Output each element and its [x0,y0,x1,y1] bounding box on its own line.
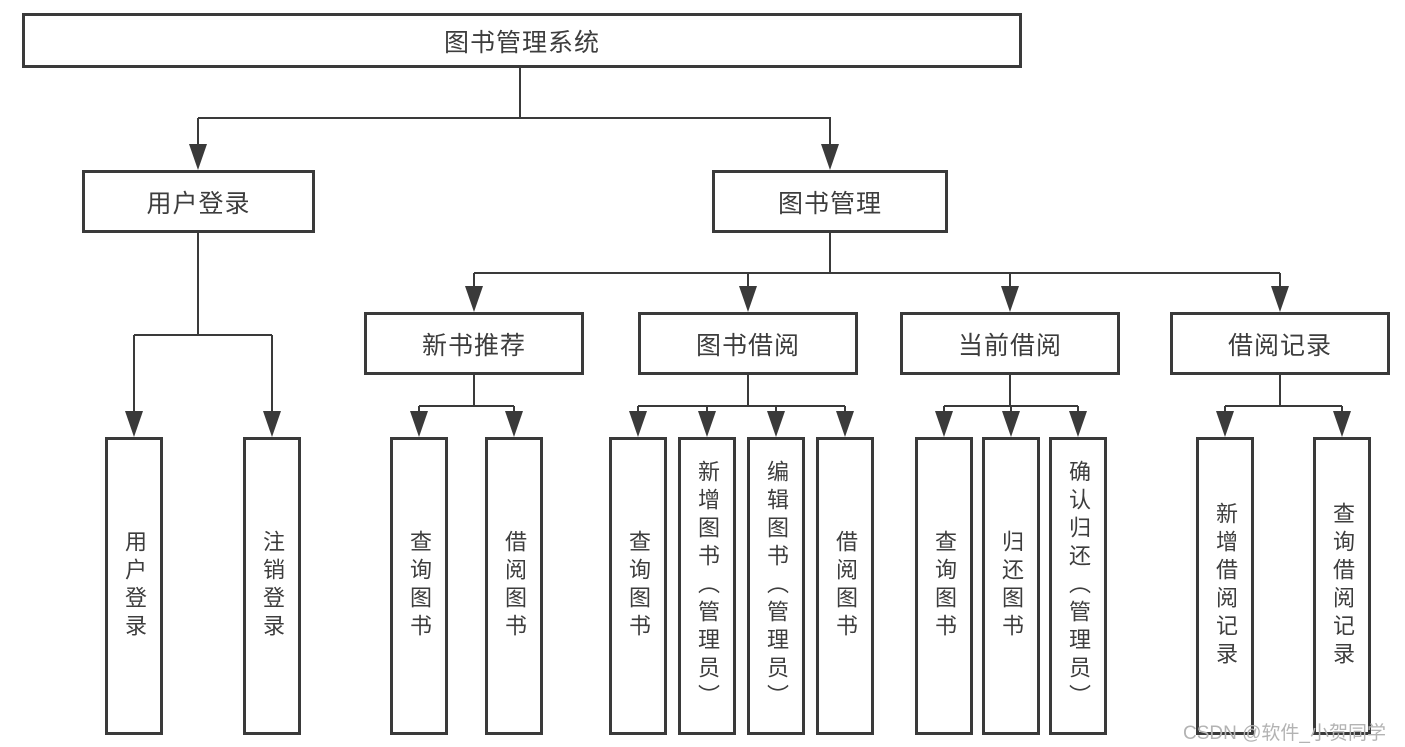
connector-line [829,118,831,146]
connector-line [1279,375,1281,406]
arrow-down-icon [836,411,854,437]
leaf-confirm-return-admin: 确认归还（管理员） [1049,437,1107,735]
connector-line [1224,406,1226,413]
leaf-add-borrow-record: 新增借阅记录 [1196,437,1254,735]
arrow-down-icon [767,411,785,437]
leaf-query-borrow-record: 查询借阅记录 [1313,437,1371,735]
node-borrow-records: 借阅记录 [1170,312,1390,375]
node-new-book-recommend: 新书推荐 [364,312,584,375]
leaf-edit-book-admin: 编辑图书（管理员） [747,437,805,735]
connector-line [638,405,845,407]
arrow-down-icon [698,411,716,437]
connector-line [197,118,199,146]
arrow-down-icon [821,144,839,170]
node-root: 图书管理系统 [22,13,1022,68]
connector-line [1009,375,1011,406]
arrow-down-icon [505,411,523,437]
leaf-add-book-admin: 新增图书（管理员） [678,437,736,735]
leaf-logout: 注销登录 [243,437,301,735]
connector-line [844,406,846,413]
arrow-down-icon [410,411,428,437]
leaf-query-books: 查询图书 [609,437,667,735]
connector-line [1077,406,1079,413]
connector-line [747,375,749,406]
arrow-down-icon [125,411,143,437]
node-book-management: 图书管理 [712,170,948,233]
leaf-query-books: 查询图书 [390,437,448,735]
arrow-down-icon [1069,411,1087,437]
arrow-down-icon [739,286,757,312]
connector-line [519,68,521,118]
connector-line [271,335,273,413]
arrow-down-icon [1001,286,1019,312]
leaf-user-login: 用户登录 [105,437,163,735]
node-current-borrow: 当前借阅 [900,312,1120,375]
connector-line [418,406,420,413]
arrow-down-icon [263,411,281,437]
connector-line [513,406,515,413]
connector-line [747,273,749,288]
connector-line [419,405,514,407]
connector-line [637,406,639,413]
leaf-borrow-books: 借阅图书 [816,437,874,735]
connector-line [198,117,831,119]
connector-line [133,335,135,413]
connector-line [473,273,475,288]
arrow-down-icon [1333,411,1351,437]
arrow-down-icon [1271,286,1289,312]
connector-line [1009,273,1011,288]
leaf-query-books: 查询图书 [915,437,973,735]
connector-line [474,272,1280,274]
connector-line [134,334,272,336]
connector-line [829,233,831,273]
node-user-login: 用户登录 [82,170,315,233]
connector-line [1010,406,1012,413]
arrow-down-icon [465,286,483,312]
connector-line [775,406,777,413]
arrow-down-icon [629,411,647,437]
arrow-down-icon [189,144,207,170]
leaf-return-books: 归还图书 [982,437,1040,735]
connector-line [473,375,475,406]
node-book-borrow: 图书借阅 [638,312,858,375]
csdn-watermark: CSDN @软件_小贺同学 [1183,723,1386,744]
connector-line [1225,405,1342,407]
leaf-borrow-books: 借阅图书 [485,437,543,735]
connector-line [943,406,945,413]
connector-line [197,233,199,335]
connector-line [706,406,708,413]
arrow-down-icon [1216,411,1234,437]
connector-line [1341,406,1343,413]
connector-line [1279,273,1281,288]
arrow-down-icon [935,411,953,437]
arrow-down-icon [1002,411,1020,437]
